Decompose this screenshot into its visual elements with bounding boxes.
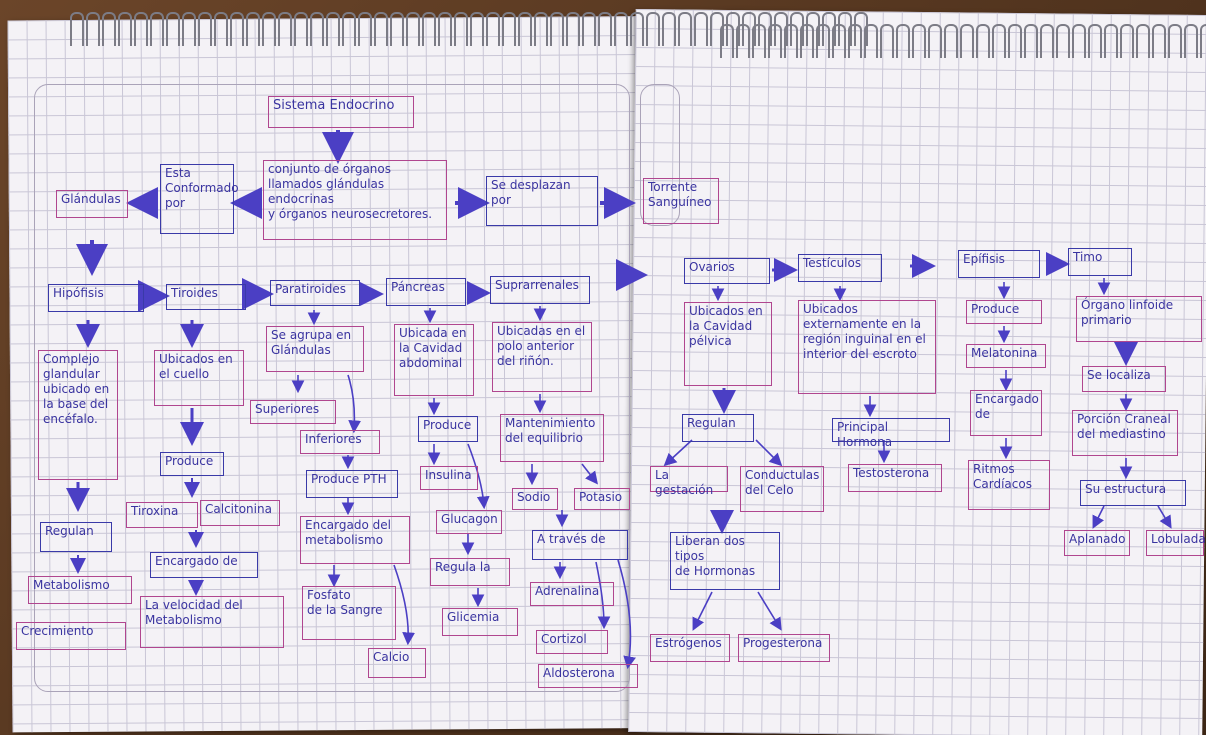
- node-tiroxina: Tiroxina: [126, 502, 198, 528]
- node-testiculos-desc: Ubicados externamente en la región ingui…: [798, 300, 936, 394]
- node-aldosterona: Aldosterona: [538, 664, 638, 688]
- node-tiroides: Tiroides: [166, 284, 246, 310]
- node-ritmos: Ritmos Cardíacos: [968, 460, 1050, 510]
- node-calcitonina: Calcitonina: [200, 500, 280, 526]
- node-suprarrenales-desc: Ubicadas en el polo anterior del riñón.: [492, 322, 592, 392]
- node-a-traves: A través de: [532, 530, 628, 560]
- node-melatonina: Melatonina: [966, 344, 1046, 368]
- node-ovarios-regulan: Regulan: [682, 414, 754, 442]
- node-conductulas: Conductulas del Celo: [740, 466, 824, 512]
- node-title: Sistema Endocrino: [268, 96, 414, 128]
- node-calcio: Calcio: [368, 648, 426, 678]
- node-epifisis-produce: Produce: [966, 300, 1042, 324]
- node-glucagon: Glucagon: [436, 510, 502, 534]
- node-regula-la: Regula la: [430, 558, 510, 586]
- node-mantenimiento: Mantenimiento del equilibrio: [500, 414, 604, 462]
- node-paratiroides: Paratiroides: [270, 280, 360, 306]
- node-superiores: Superiores: [250, 400, 336, 424]
- node-testiculos: Testículos: [798, 254, 882, 282]
- node-hipofisis-desc: Complejo glandular ubicado en la base de…: [38, 350, 118, 480]
- node-sodio: Sodio: [512, 488, 558, 510]
- node-se-agrupa: Se agrupa en Glándulas: [266, 326, 364, 372]
- node-velocidad: La velocidad del Metabolismo: [140, 596, 284, 648]
- node-pancreas-produce: Produce: [418, 416, 478, 442]
- node-glicemia: Glicemia: [442, 608, 518, 636]
- spiral-binding-right: [720, 24, 1206, 60]
- node-porcion-craneal: Porción Craneal del mediastino: [1072, 410, 1178, 456]
- node-progesterona: Progesterona: [738, 634, 830, 662]
- node-pancreas: Páncreas: [386, 278, 466, 306]
- node-aplanado: Aplanado: [1064, 530, 1130, 556]
- node-insulina: Insulina: [420, 466, 478, 490]
- node-suprarrenales: Suprarrenales: [490, 276, 590, 304]
- node-cortizol: Cortizol: [536, 630, 608, 654]
- page-margin-border: [640, 84, 680, 226]
- node-gestacion: La gestación: [650, 466, 728, 497]
- page-margin-border: [34, 84, 630, 692]
- node-se-desplazan: Se desplazan por: [486, 176, 598, 226]
- node-testosterona: Testosterona: [848, 464, 942, 492]
- node-lobulada: Lobulada: [1146, 530, 1206, 556]
- node-principal-hormona: Principal Hormona: [832, 418, 950, 449]
- node-fosfato: Fosfato de la Sangre: [302, 586, 396, 640]
- node-estrogenos: Estrógenos: [650, 634, 730, 662]
- node-hipofisis-regulan: Regulan: [40, 522, 112, 552]
- node-epifisis: Epífisis: [958, 250, 1040, 278]
- node-glandulas: Glándulas: [56, 190, 128, 218]
- node-se-localiza: Se localiza: [1082, 366, 1166, 392]
- node-adrenalina: Adrenalina: [530, 582, 614, 606]
- node-torrente: Torrente Sanguíneo: [643, 178, 719, 224]
- node-potasio: Potasio: [574, 488, 630, 510]
- node-tiroides-encargado: Encargado de: [150, 552, 258, 578]
- node-inferiores: Inferiores: [300, 430, 380, 454]
- node-produce-pth: Produce PTH: [306, 470, 398, 498]
- node-epifisis-encargado: Encargado de: [970, 390, 1042, 436]
- node-paratiroides-encargado: Encargado del metabolismo: [300, 516, 410, 564]
- node-pancreas-desc: Ubicada en la Cavidad abdominal: [394, 324, 474, 396]
- node-esta-conformado: Esta Conformado por: [160, 164, 239, 234]
- node-su-estructura: Su estructura: [1080, 480, 1186, 506]
- node-timo: Timo: [1068, 248, 1132, 276]
- node-tiroides-desc: Ubicados en el cuello: [154, 350, 244, 406]
- node-ovarios-desc: Ubicados en la Cavidad pélvica: [684, 302, 772, 386]
- node-crecimiento: Crecimiento: [16, 622, 126, 650]
- node-liberan: Liberan dos tipos de Hormonas: [670, 532, 780, 590]
- node-ovarios: Ovarios: [684, 258, 770, 284]
- node-hipofisis: Hipófisis: [48, 284, 144, 312]
- node-tiroides-produce: Produce: [160, 452, 224, 476]
- node-definition: conjunto de órganos llamados glándulas e…: [263, 160, 447, 240]
- node-metabolismo: Metabolismo: [28, 576, 132, 604]
- node-timo-desc: Órgano linfoide primario: [1076, 296, 1202, 342]
